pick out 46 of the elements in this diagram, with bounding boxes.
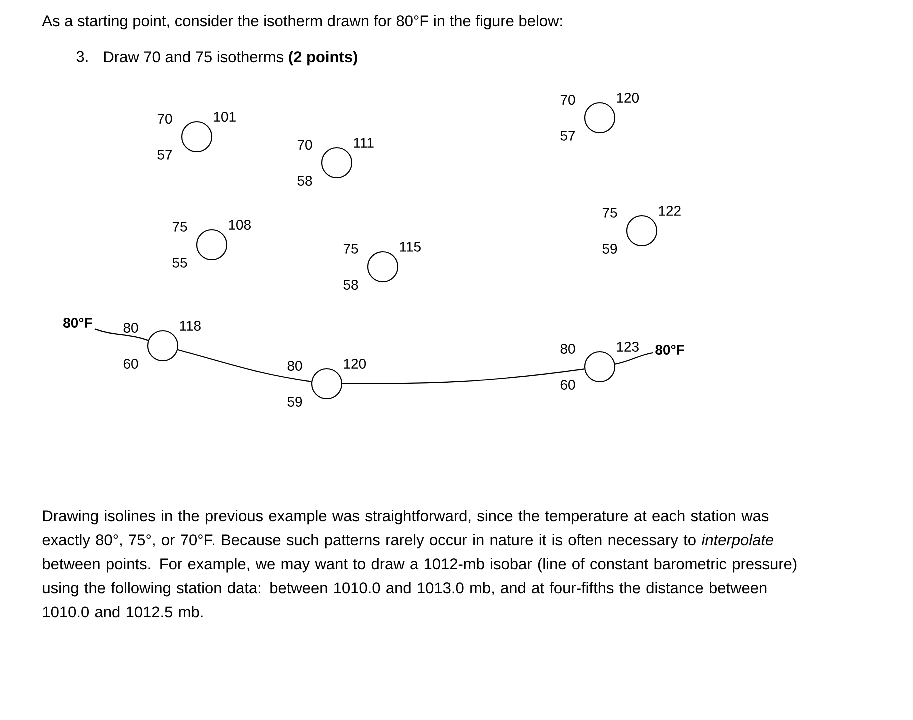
station-value: 111 [354, 138, 374, 148]
isotherm-line [615, 352, 654, 365]
station-value: 115 [400, 242, 421, 252]
station-value: 70 [298, 140, 312, 150]
station-circle [321, 147, 353, 179]
station-value: 120 [344, 359, 366, 369]
station-circle [584, 351, 616, 383]
station-value: 75 [344, 244, 358, 254]
station-value: 70 [158, 114, 172, 124]
station-value: 55 [172, 258, 188, 268]
question-text: Draw 70 and 75 isotherms (2 points) [104, 51, 358, 66]
isotherm-line [94, 328, 149, 342]
paragraph-text: Drawing isolines in the previous example was straightforward, since the temperature at each station was exactly 80°, 75°, or 70°F. Because such patterns rarely occur in nature it is often necessary to interpolate between points. For example, we may want to draw a 1012-mb isobar (line of constant barometric pressure) using the following station data: between 1010.0 and 1013.0 mb, and at four-fifths the distance between 1010.0 and 1012.5 mb. [42, 510, 797, 618]
station-value: 120 [617, 93, 640, 103]
station-value: 58 [298, 176, 312, 186]
station-value: 60 [560, 380, 576, 390]
station-circle [626, 215, 658, 247]
isotherm-line [178, 350, 312, 382]
station-value: 75 [172, 222, 188, 232]
isotherm-line [342, 368, 585, 385]
station-value: 57 [560, 131, 576, 141]
station-value: 59 [602, 244, 618, 254]
station-circle [584, 102, 616, 134]
station-value: 118 [180, 321, 201, 331]
station-value: 80 [124, 323, 138, 333]
station-circle [311, 368, 343, 400]
station-value: 122 [659, 206, 681, 216]
station-value: 59 [288, 397, 302, 407]
station-circle [367, 251, 399, 283]
station-value: 75 [602, 208, 618, 218]
station-value: 101 [214, 112, 236, 122]
station-value: 80 [288, 361, 302, 371]
station-value: 70 [560, 95, 576, 105]
instruction-text: As a starting point, consider the isotherm drawn for 80°F in the figure below: [42, 15, 562, 30]
station-circle [147, 330, 179, 362]
station-value: 108 [229, 220, 251, 230]
station-value: 58 [344, 280, 358, 290]
station-value: 60 [124, 359, 138, 369]
isotherm-label: 80°F [656, 345, 684, 355]
station-value: 80 [560, 344, 576, 354]
isotherm-label: 80°F [64, 318, 92, 328]
station-circle [196, 229, 228, 261]
station-value: 57 [158, 150, 172, 160]
station-value: 123 [617, 342, 639, 352]
question-number: 3. [76, 51, 88, 62]
station-circle [181, 121, 213, 153]
